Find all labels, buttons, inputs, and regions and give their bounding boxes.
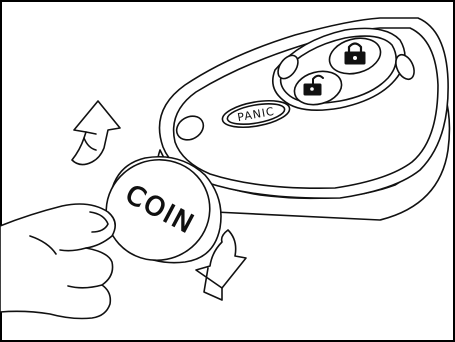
hand	[0, 204, 115, 319]
